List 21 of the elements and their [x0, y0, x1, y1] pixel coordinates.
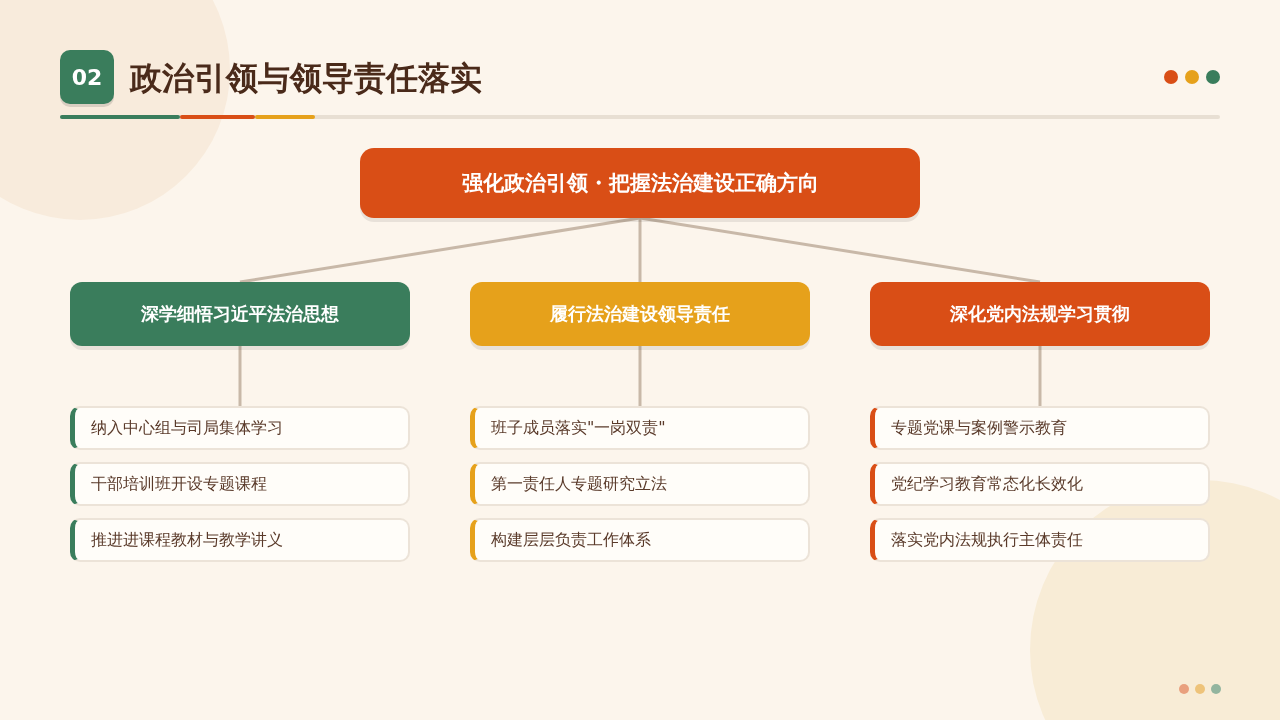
item-card: 纳入中心组与司局集体学习	[70, 406, 410, 450]
connector-line	[238, 346, 242, 406]
number-badge: 02	[60, 50, 114, 104]
slide-title: 政治引领与领导责任落实	[130, 58, 482, 99]
category-box: 深学细悟习近平法治思想	[70, 282, 410, 346]
connector-line	[1038, 346, 1042, 406]
connector-line	[638, 218, 642, 282]
category-box: 履行法治建设领导责任	[470, 282, 810, 346]
item-card: 专题党课与案例警示教育	[870, 406, 1210, 450]
item-card: 第一责任人专题研究立法	[470, 462, 810, 506]
connector-line	[639, 216, 1041, 284]
category-box: 深化党内法规学习贯彻	[870, 282, 1210, 346]
heading-box: 强化政治引领・把握法治建设正确方向	[360, 148, 920, 218]
item-card: 落实党内法规执行主体责任	[870, 518, 1210, 562]
item-card: 干部培训班开设专题课程	[70, 462, 410, 506]
connector-line	[239, 216, 641, 284]
connector-line	[638, 346, 642, 406]
item-card: 党纪学习教育常态化长效化	[870, 462, 1210, 506]
item-card: 班子成员落实"一岗双责"	[470, 406, 810, 450]
item-card: 构建层层负责工作体系	[470, 518, 810, 562]
item-card: 推进进课程教材与教学讲义	[70, 518, 410, 562]
